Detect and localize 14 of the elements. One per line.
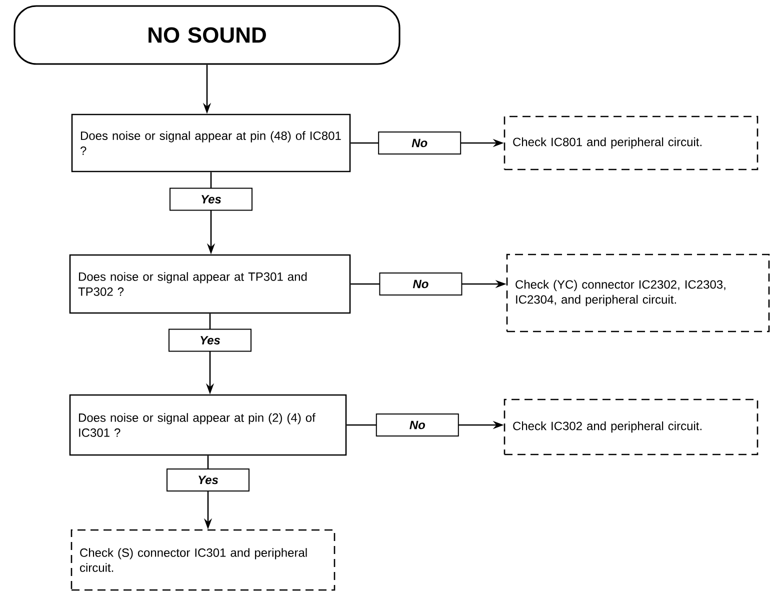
decision-box: Does noise or signal appear at pin (2) (4) of IC301 ? xyxy=(69,394,347,456)
action-box: Check (YC) connector IC2302, IC2303, IC2304, and peripheral circuit. xyxy=(506,254,770,332)
edge-label: No xyxy=(376,414,459,436)
action-box: Check (S) connector IC301 and peripheral circuit. xyxy=(70,529,336,591)
decision-box: Does noise or signal appear at pin (48) of IC801 ? xyxy=(71,114,351,172)
edge-label: No xyxy=(378,132,462,154)
decision-box: Does noise or signal appear at TP301 and TP302 ? xyxy=(69,254,351,314)
action-box: Check IC801 and peripheral circuit. xyxy=(504,116,758,170)
action-box: Check IC302 and peripheral circuit. xyxy=(504,398,758,456)
edge-label: Yes xyxy=(166,468,250,492)
edge-label: No xyxy=(379,272,462,296)
edge-label: Yes xyxy=(170,188,252,211)
edge-label: Yes xyxy=(168,328,252,352)
start-terminal: NO SOUND xyxy=(14,5,400,65)
